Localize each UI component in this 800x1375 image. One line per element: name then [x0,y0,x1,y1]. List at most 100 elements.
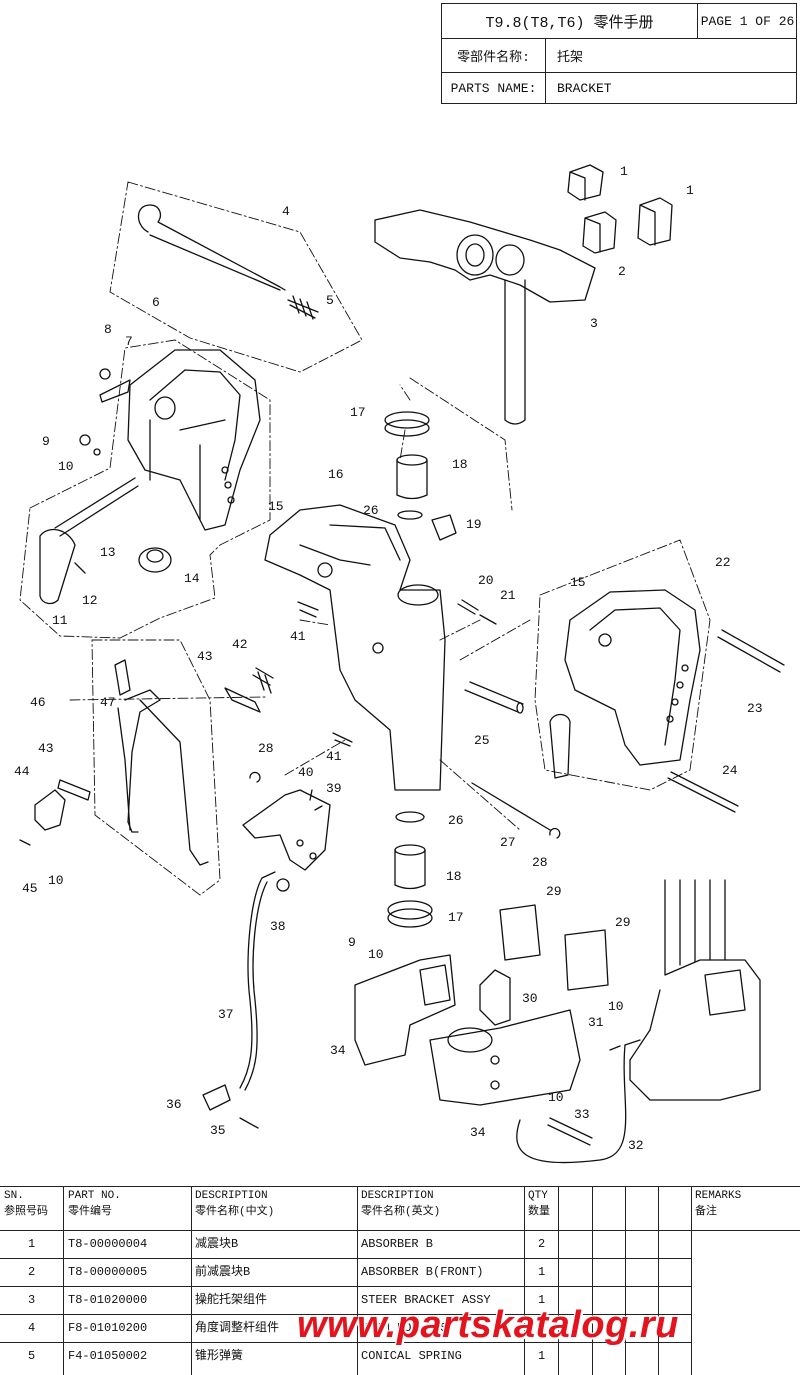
clamp-bracket-right-part [564,589,701,766]
parts-table: SN. 参照号码 PART NO. 零件编号 DESCRIPTION 零件名称(… [0,1186,800,1375]
absorber-b-front-part [582,211,617,254]
screw-part [479,614,497,625]
cell-sn: 5 [28,1349,36,1363]
callout-label: 11 [52,613,68,628]
callout-label: 41 [326,749,342,764]
callout-label: 26 [448,813,464,828]
tilt-rod-part [239,871,276,1089]
cell-name-en: STEER BRACKET ASSY [361,1293,491,1307]
leader-line [459,619,531,661]
callout-label: 44 [14,764,30,779]
title-block: T9.8(T8,T6) 零件手册 PAGE 1 OF 26 零部件名称: 托架 … [441,3,797,104]
callout-label: 21 [500,588,516,603]
conical-spring-part [287,295,319,320]
leader-line [439,759,521,831]
clamp-bracket-left-part [127,349,261,531]
cell-qty: 1 [538,1293,546,1307]
col-header-part-no: PART NO. [68,1190,121,1202]
spring-part [252,667,274,694]
absorber-b-part [637,197,673,246]
circlip-part [549,827,561,839]
callout-label: 28 [532,855,548,870]
screw-rod-part [54,477,139,537]
handle-part [39,528,76,605]
callout-label: 36 [166,1097,182,1112]
callout-label: 12 [82,593,98,608]
group-outline-tilt-lever [91,639,221,896]
callout-label: 18 [452,457,468,472]
cell-part-no: T8-00000005 [68,1265,148,1279]
col-header-qty-cn: 数量 [528,1206,550,1218]
cell-part-no: F4-01050002 [68,1349,148,1363]
callout-label: 9 [42,434,50,449]
callout-label: 25 [474,733,490,748]
callout-label: 40 [298,765,314,780]
plate-part [99,379,131,403]
exploded-parts-diagram: 1 1 2 3 4 5 6 7 8 9 10 11 12 13 14 15 16… [14,164,785,1164]
callout-label: 4 [282,204,290,219]
cell-part-no: T8-00000004 [68,1237,148,1251]
spring-part [457,599,479,615]
group-outline-trim-rod [109,181,363,373]
clip-part [431,514,457,541]
nut-part [79,434,91,446]
callout-label: 29 [546,884,562,899]
collar-part [202,1084,231,1111]
bush-part [384,411,430,429]
callout-label: 41 [290,629,306,644]
washer-part [93,448,101,456]
col-header-sn: SN. [4,1190,24,1202]
callout-label: 10 [548,1090,564,1105]
tilt-plate-part [242,789,331,871]
col-header-remarks-cn: 备注 [695,1206,717,1218]
trim-rod-part [137,204,286,291]
callout-label: 1 [620,164,628,179]
leader-line [69,696,266,701]
screw-part [609,1039,641,1051]
callout-label: 7 [125,334,133,349]
callout-label: 5 [326,293,334,308]
pin-part [224,687,261,713]
cell-part-no: F8-01010200 [68,1321,148,1335]
grease-nipple-part [332,732,353,747]
cell-name-cn: 前减震块B [195,1265,251,1279]
col-header-sn-cn: 参照号码 [4,1206,48,1218]
callout-label: 27 [500,835,516,850]
callout-label: 34 [330,1043,346,1058]
callout-label: 10 [58,459,74,474]
pad-part [138,547,172,573]
parts-name-cn-value: 托架 [557,50,584,65]
cell-name-en: TRIM ROD ASSY [361,1321,455,1335]
leader-line [409,377,513,511]
callout-label: 3 [590,316,598,331]
callout-label: 6 [152,295,160,310]
leader-line [299,619,331,626]
callout-labels: 1 1 2 3 4 5 6 7 8 9 10 11 12 13 14 15 16… [14,164,763,1153]
table-grid [0,1186,800,1375]
cell-name-en: ABSORBER B [361,1237,434,1251]
ground-lead-part [516,1044,627,1164]
callout-label: 34 [470,1125,486,1140]
cell-name-en: CONICAL SPRING [361,1349,462,1363]
col-header-desc-en-sub: 零件名称(英文) [361,1206,441,1218]
cell-name-cn: 操舵托架组件 [195,1293,268,1307]
tilt-lever-part [124,689,209,866]
callout-label: 1 [686,183,694,198]
callout-label: 43 [197,649,213,664]
callout-label: 29 [615,915,631,930]
cell-name-cn: 锥形弹簧 [195,1349,244,1363]
callout-label: 24 [722,763,738,778]
cell-qty: 2 [538,1237,546,1251]
screw-part [19,839,31,846]
parts-name-en-label: PARTS NAME: [450,81,537,96]
cell-qty: 1 [538,1265,546,1279]
o-ring-part [395,811,425,823]
cell-qty: 1 [538,1321,546,1335]
callout-label: 17 [448,910,464,925]
col-header-remarks: REMARKS [695,1190,742,1202]
callout-label: 18 [446,869,462,884]
callout-label: 13 [100,545,116,560]
bolt-part [547,1117,593,1146]
callout-label: 35 [210,1123,226,1138]
callout-label: 26 [363,503,379,518]
